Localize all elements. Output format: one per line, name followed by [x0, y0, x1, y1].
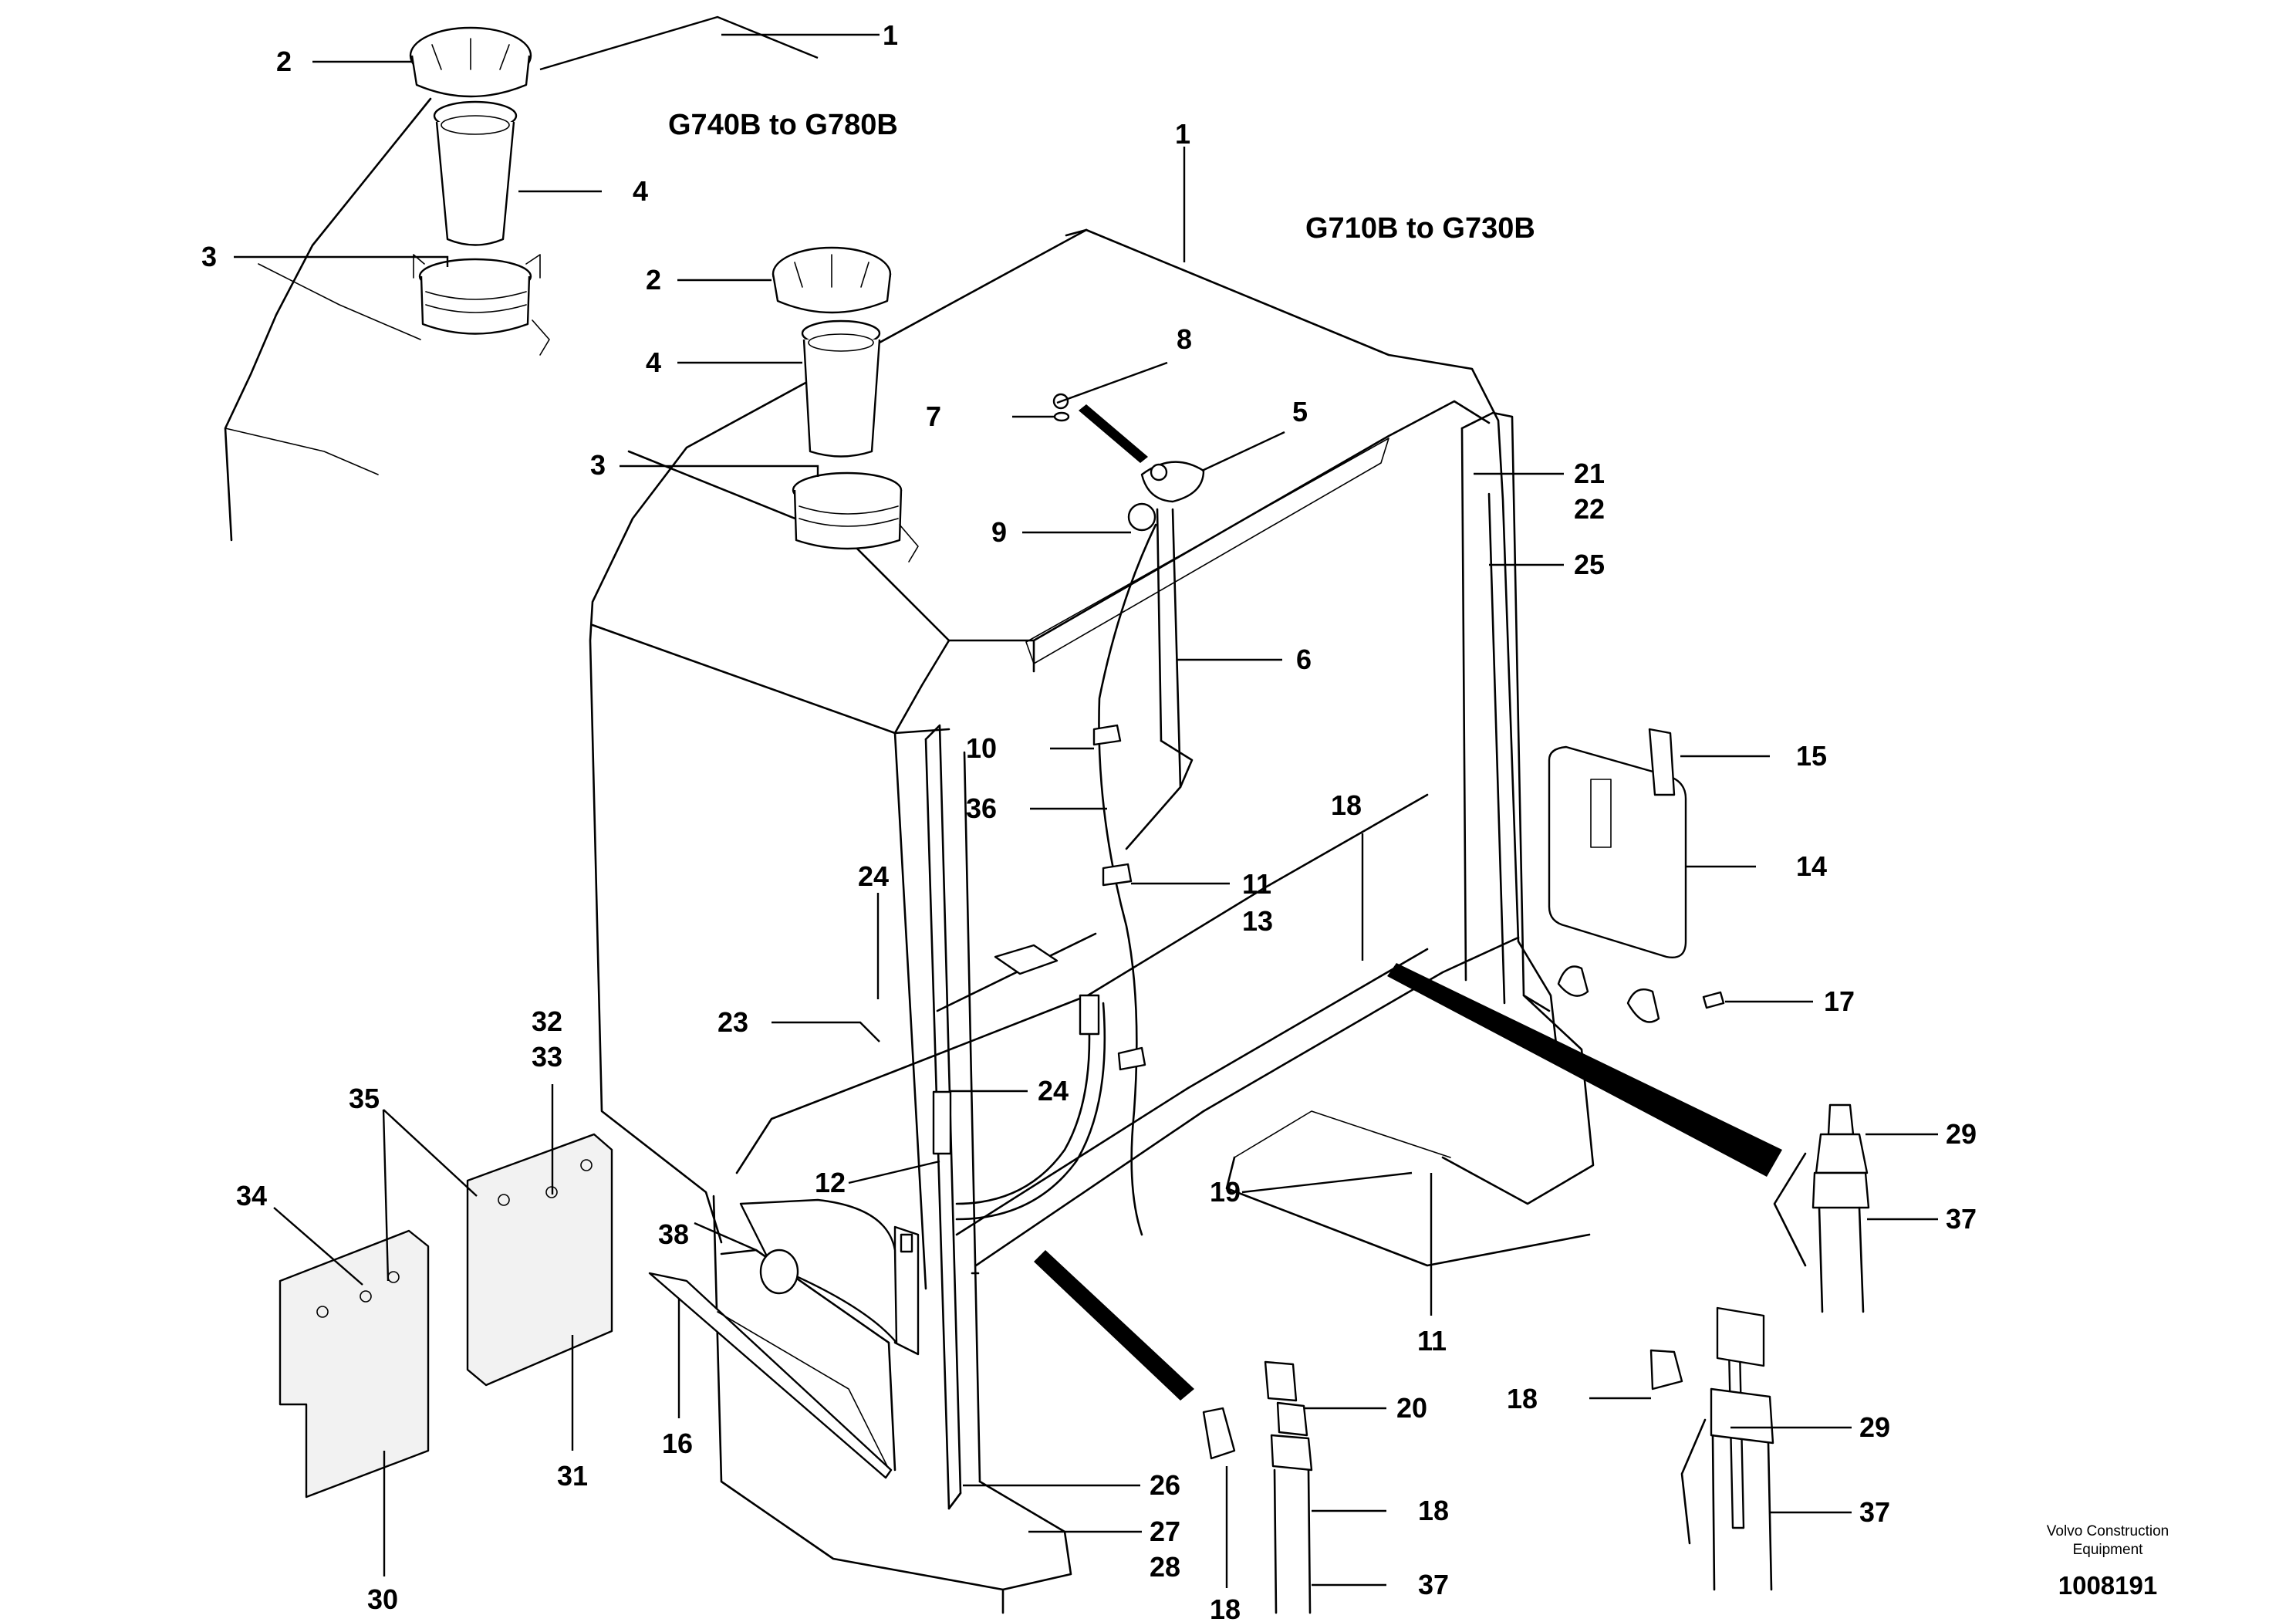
callout-18c: 18 — [1418, 1495, 1449, 1526]
model-range-upper-heading: G740B to G780B — [668, 109, 898, 141]
access-hatch — [648, 1198, 898, 1479]
rubber-pad-right — [466, 1133, 613, 1387]
callout-1b: 1 — [1175, 118, 1190, 150]
callout-24b: 24 — [1038, 1075, 1069, 1107]
model-range-lower-heading: G710B to G730B — [1305, 212, 1535, 245]
callout-6: 6 — [1296, 644, 1312, 675]
callout-37a: 37 — [1946, 1203, 1977, 1235]
callout-1a: 1 — [883, 19, 898, 51]
callout-4a: 4 — [633, 175, 648, 207]
callout-31: 31 — [557, 1460, 588, 1492]
upper-filler-strainer — [433, 100, 518, 246]
fuel-level-sender — [1052, 393, 1205, 850]
callout-37b: 37 — [1859, 1496, 1890, 1528]
callout-7: 7 — [926, 400, 941, 432]
drawing-number: 1008191 — [2058, 1571, 2157, 1600]
front-frame-right-post — [1441, 411, 1595, 1205]
callout-5: 5 — [1292, 396, 1308, 427]
rubber-pad-left — [279, 1229, 430, 1499]
cable-connector — [994, 944, 1059, 975]
callout-20: 20 — [1396, 1392, 1427, 1424]
callout-33: 33 — [532, 1041, 562, 1073]
main-filler-cap — [772, 246, 892, 314]
company-name-line2: Equipment — [2073, 1542, 2144, 1558]
callout-19: 19 — [1210, 1176, 1241, 1208]
leader-lines — [234, 15, 1938, 1588]
callout-27: 27 — [1150, 1516, 1180, 1547]
callout-17: 17 — [1824, 985, 1855, 1017]
callout-11b: 11 — [1417, 1325, 1447, 1357]
drain-valve-assembly-left — [1202, 1360, 1313, 1614]
callout-28: 28 — [1150, 1551, 1180, 1583]
callout-11a: 11 — [1242, 868, 1271, 900]
upper-filler-neck — [413, 254, 550, 356]
callout-8: 8 — [1177, 323, 1192, 355]
callout-38: 38 — [658, 1218, 689, 1250]
callout-18d: 18 — [1210, 1593, 1241, 1622]
callout-30: 30 — [367, 1583, 398, 1615]
main-filler-neck — [792, 471, 919, 563]
drawing-footer: Volvo Construction Equipment 1008191 — [2047, 1523, 2169, 1600]
callout-25: 25 — [1574, 549, 1605, 580]
drain-valve-assembly-right — [1649, 1103, 1870, 1591]
callout-24a: 24 — [858, 860, 889, 892]
cross-members — [735, 793, 1591, 1267]
breather-hose — [932, 994, 1106, 1221]
callout-23: 23 — [718, 1006, 748, 1038]
callout-18a: 18 — [1331, 789, 1362, 821]
callout-labels: 1 2 4 3 1 2 4 3 8 7 5 9 21 22 25 6 10 36… — [201, 19, 1977, 1622]
callout-29b: 29 — [1859, 1411, 1890, 1443]
callout-2a: 2 — [276, 46, 292, 77]
callout-18b: 18 — [1507, 1383, 1538, 1414]
callout-4b: 4 — [646, 346, 661, 378]
callout-34: 34 — [236, 1180, 267, 1211]
callout-22: 22 — [1574, 493, 1605, 525]
upper-filler-cap — [409, 26, 532, 98]
detail-arrows — [1034, 404, 1782, 1401]
front-frame-left-post — [924, 724, 1072, 1591]
callout-15: 15 — [1796, 740, 1827, 772]
callout-29a: 29 — [1946, 1118, 1977, 1150]
callout-16: 16 — [662, 1428, 693, 1459]
callout-12: 12 — [815, 1167, 846, 1198]
callout-9: 9 — [991, 516, 1007, 548]
company-name-line1: Volvo Construction — [2047, 1523, 2169, 1539]
callout-26: 26 — [1150, 1469, 1180, 1501]
callout-36: 36 — [966, 792, 997, 824]
callout-3b: 3 — [590, 449, 606, 481]
callout-32: 32 — [532, 1005, 562, 1037]
callout-13: 13 — [1242, 905, 1273, 937]
sight-gauge-panel — [893, 1225, 920, 1356]
callout-21: 21 — [1574, 458, 1605, 489]
callout-37c: 37 — [1418, 1569, 1449, 1600]
callout-2b: 2 — [646, 264, 661, 296]
callout-3a: 3 — [201, 241, 217, 272]
main-filler-strainer — [801, 319, 881, 458]
callout-35: 35 — [349, 1083, 380, 1114]
inspection-cover — [1548, 728, 1725, 1023]
sender-cable — [1092, 523, 1157, 1236]
upper-tank-outline — [224, 97, 432, 542]
callout-14: 14 — [1796, 850, 1827, 882]
callout-10: 10 — [966, 732, 997, 764]
